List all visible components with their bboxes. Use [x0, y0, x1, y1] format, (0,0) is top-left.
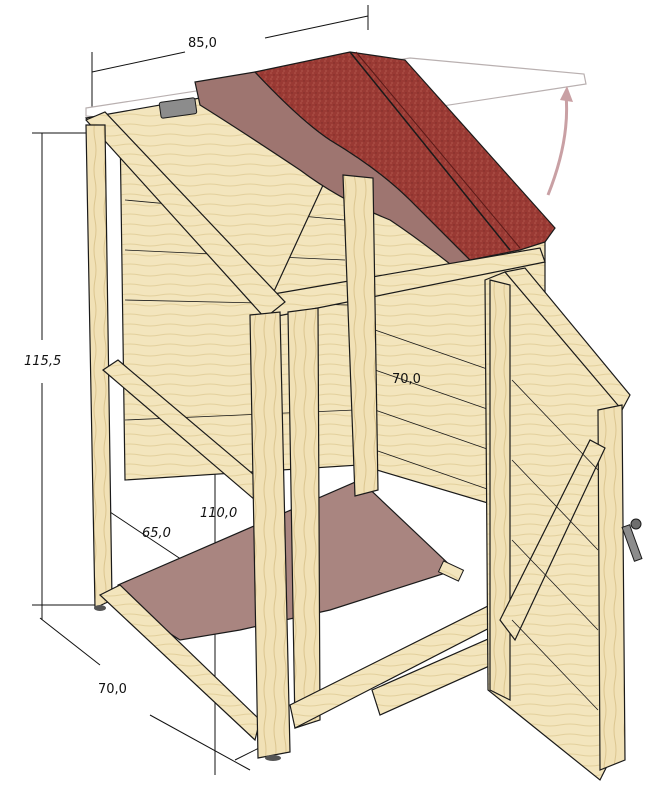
- arrow-head: [560, 86, 573, 102]
- dimension-width-top: 85,0: [188, 36, 217, 51]
- roofing-felt: [253, 51, 556, 261]
- front-right-post: [287, 307, 321, 729]
- dimension-interior-height: 110,0: [200, 506, 238, 521]
- dimension-depth-base: 70,0: [98, 682, 127, 697]
- dimension-interior-depth: 70,0: [392, 372, 421, 387]
- back-right-post: [342, 174, 379, 497]
- latch-icon: [621, 518, 643, 562]
- foot: [265, 755, 281, 761]
- foot: [94, 605, 106, 611]
- front-left-post: [249, 311, 291, 759]
- left-top-rail: [84, 111, 286, 319]
- open-arrow-icon: [546, 94, 569, 196]
- open-door: [484, 267, 631, 781]
- hinge-icon: [158, 97, 198, 119]
- dimension-interior-width: 65,0: [142, 526, 171, 541]
- dimension-height-total: 115,5: [22, 354, 64, 369]
- floor-cleat: [437, 560, 465, 582]
